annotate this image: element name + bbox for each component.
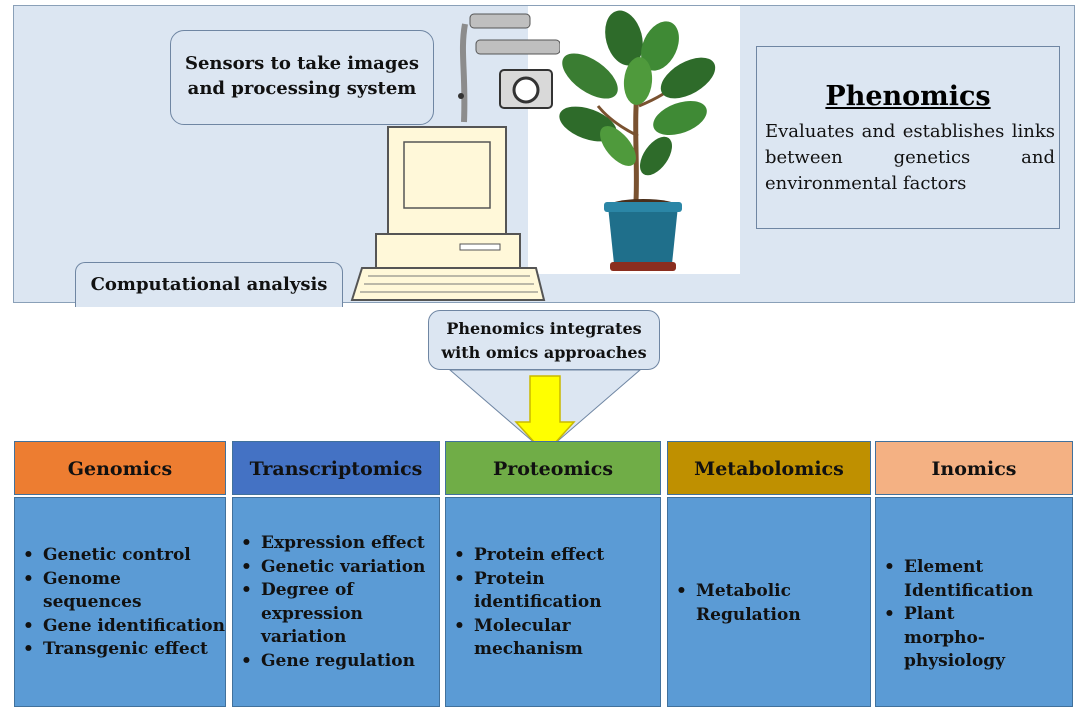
list-item: Plant morpho-physiology xyxy=(884,603,1072,674)
list-item: Genetic variation xyxy=(241,556,439,580)
phenomics-box: Phenomics Evaluates and establishes link… xyxy=(756,46,1060,229)
computational-analysis-label: Computational analysis xyxy=(75,262,343,307)
plant-illustration xyxy=(528,6,740,274)
inomics-body: Element Identification Plant morpho-phys… xyxy=(875,497,1073,707)
proteomics-header: Proteomics xyxy=(445,441,661,495)
transcriptomics-list: Expression effect Genetic variation Degr… xyxy=(233,532,439,673)
integration-pointer xyxy=(448,369,642,456)
list-item: Gene regulation xyxy=(241,650,439,674)
genomics-body: Genetic control Genome sequences Gene id… xyxy=(14,497,226,707)
list-item: Element Identification xyxy=(884,556,1072,603)
list-item: Genetic control xyxy=(23,544,225,568)
transcriptomics-body: Expression effect Genetic variation Degr… xyxy=(232,497,440,707)
metabolomics-list: Metabolic Regulation xyxy=(668,580,870,627)
transcriptomics-header: Transcriptomics xyxy=(232,441,440,495)
integration-callout: Phenomics integrates with omics approach… xyxy=(428,310,660,370)
potted-plant-icon xyxy=(559,10,716,271)
list-item: Transgenic effect xyxy=(23,638,225,662)
down-arrow-icon xyxy=(514,375,576,456)
list-item: Metabolic Regulation xyxy=(676,580,870,627)
metabolomics-header: Metabolomics xyxy=(667,441,871,495)
sensors-line-2: and processing system xyxy=(187,78,417,99)
list-item: Protein identification xyxy=(454,568,660,615)
proteomics-body: Protein effect Protein identification Mo… xyxy=(445,497,661,707)
sensors-callout: Sensors to take images and processing sy… xyxy=(170,30,434,125)
inomics-list: Element Identification Plant morpho-phys… xyxy=(876,556,1072,674)
computer-illustration xyxy=(340,12,561,302)
list-item: Protein effect xyxy=(454,544,660,568)
list-item: Genome sequences xyxy=(23,568,225,615)
list-item: Degree of expression variation xyxy=(241,579,439,650)
genomics-list: Genetic control Genome sequences Gene id… xyxy=(15,544,225,662)
phenomics-description: Evaluates and establishes links between … xyxy=(765,121,1055,194)
list-item: Gene identification xyxy=(23,615,225,639)
integration-line-1: Phenomics integrates xyxy=(446,319,642,338)
computer-camera-icon xyxy=(350,13,561,301)
inomics-header: Inomics xyxy=(875,441,1073,495)
list-item: Expression effect xyxy=(241,532,439,556)
integration-line-2: with omics approaches xyxy=(441,343,647,362)
list-item: Molecular mechanism xyxy=(454,615,660,662)
genomics-header: Genomics xyxy=(14,441,226,495)
metabolomics-body: Metabolic Regulation xyxy=(667,497,871,707)
sensors-line-1: Sensors to take images xyxy=(184,53,420,74)
phenomics-title: Phenomics xyxy=(825,81,991,112)
proteomics-list: Protein effect Protein identification Mo… xyxy=(446,544,660,662)
